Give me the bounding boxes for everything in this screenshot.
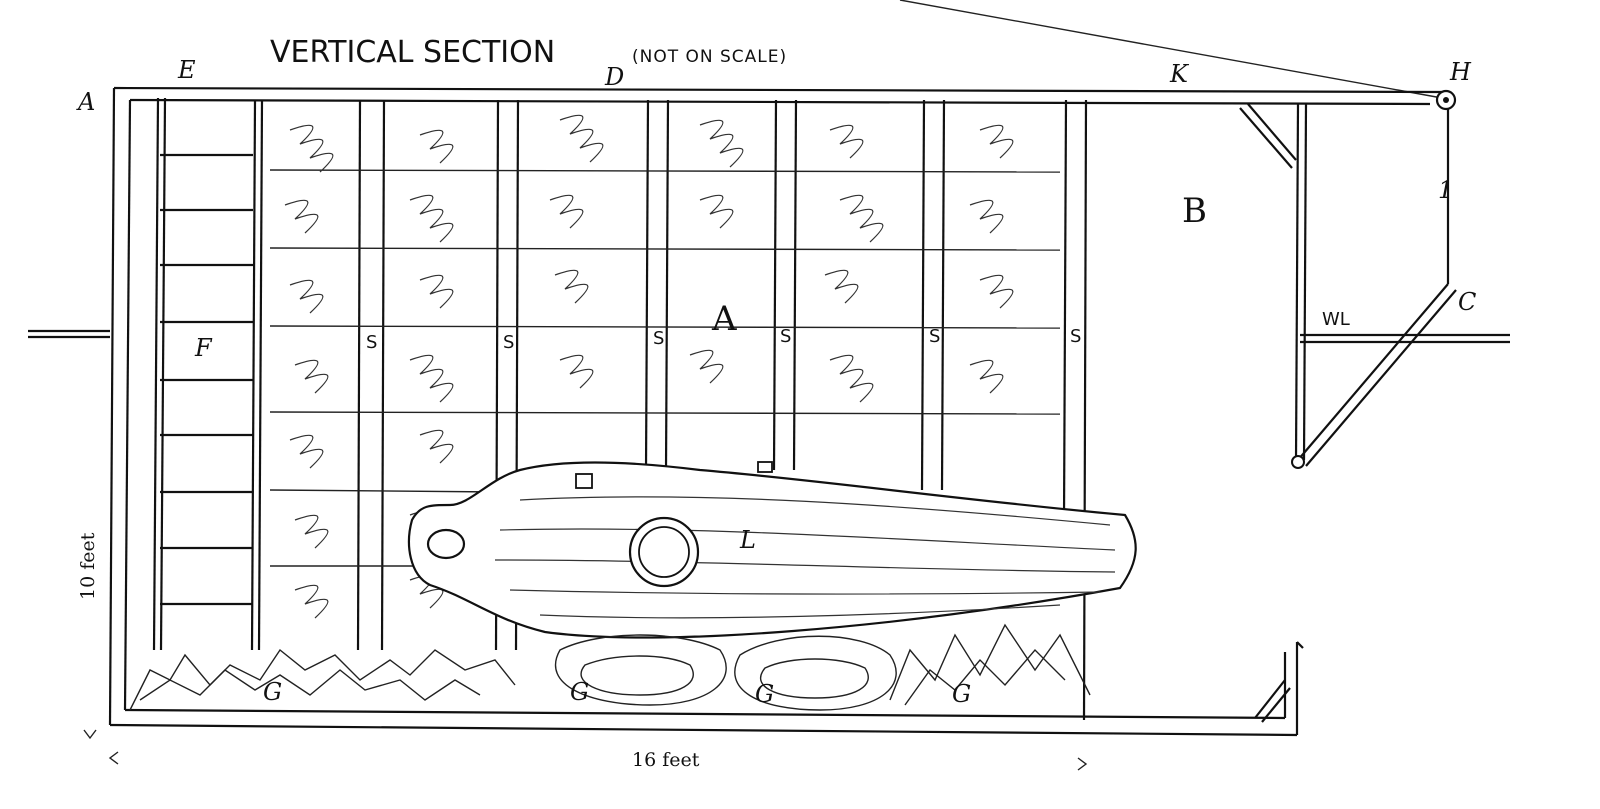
dimension-arrow-right: [1077, 757, 1088, 771]
label-G-1: G: [263, 678, 282, 706]
label-D: D: [604, 63, 624, 91]
diagram-title: VERTICAL SECTION: [270, 35, 555, 70]
label-S-2: S: [503, 332, 514, 353]
dimension-arrow-bottom: [83, 729, 97, 740]
label-S-1: S: [366, 332, 377, 353]
label-A-center: A: [711, 299, 737, 339]
cargo-hatching: [284, 114, 1014, 619]
label-S-3: S: [653, 328, 664, 349]
label-G-3: G: [755, 680, 774, 708]
stanchions: [356, 99, 1088, 721]
dimension-arrow-left: [108, 751, 119, 765]
water-line-left: [28, 329, 110, 339]
cannon-muzzle: [426, 528, 466, 560]
ballast-G: [129, 623, 1091, 711]
boom-line: [899, 0, 1443, 99]
label-L: L: [739, 526, 756, 554]
label-G-2: G: [570, 678, 589, 706]
label-K: K: [1169, 60, 1190, 88]
crane: [1239, 89, 1457, 723]
label-G-4: G: [952, 680, 971, 708]
label-C: C: [1458, 288, 1476, 316]
label-E: E: [177, 56, 196, 84]
label-rope-1: 1: [1438, 176, 1453, 204]
label-A-corner: A: [76, 88, 95, 116]
dimension-width: 16 feet: [632, 749, 700, 771]
label-WL: WL: [1322, 309, 1350, 330]
label-S-6: S: [1070, 326, 1081, 347]
cannon-L: [408, 461, 1137, 639]
label-S-4: S: [780, 326, 791, 347]
label-B: B: [1182, 191, 1207, 231]
trunnion-inner: [638, 526, 690, 578]
label-F: F: [194, 334, 213, 362]
tier-lines: [269, 169, 1061, 567]
label-S-5: S: [929, 326, 940, 347]
ladder-F: [152, 97, 264, 651]
dimension-height: 10 feet: [77, 532, 99, 600]
title-note: (NOT ON SCALE): [632, 47, 787, 67]
label-H: H: [1449, 58, 1472, 86]
outer-frame: [108, 86, 1443, 737]
